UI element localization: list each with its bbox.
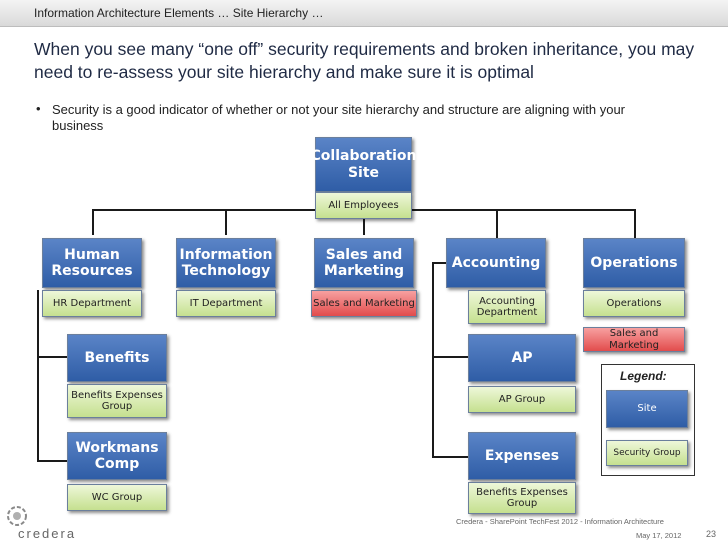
legend-title: Legend:	[620, 369, 667, 383]
footer-date: May 17, 2012	[636, 531, 682, 540]
connector-operations	[634, 209, 636, 239]
group-accounting-department: Accounting Department	[468, 290, 546, 324]
connector-sales	[363, 209, 365, 235]
breadcrumb-bar	[0, 0, 728, 27]
connector-it	[225, 209, 227, 235]
group-ap: AP Group	[468, 386, 576, 413]
site-benefits: Benefits	[67, 334, 167, 382]
group-it-department: IT Department	[176, 290, 276, 317]
connector-accounting	[496, 209, 498, 239]
bullet-marker: •	[36, 101, 41, 116]
group-sales-and-marketing: Sales and Marketing	[311, 290, 417, 317]
group-all-employees: All Employees	[315, 192, 412, 219]
bullet-text: Security is a good indicator of whether …	[52, 102, 626, 133]
page-title: When you see many “one off” security req…	[34, 39, 695, 82]
group-benefits-expenses: Benefits Expenses Group	[67, 384, 167, 418]
site-workmans-comp: Workmans Comp	[67, 432, 167, 480]
site-human-resources: Human Resources	[42, 238, 142, 288]
credera-logo-icon	[6, 505, 28, 527]
site-operations: Operations	[583, 238, 685, 288]
site-accounting: Accounting	[446, 238, 546, 288]
connector-benefits	[37, 356, 67, 358]
group-hr-department: HR Department	[42, 290, 142, 317]
connector-accounting-children	[432, 262, 434, 458]
page-number: 23	[706, 529, 717, 539]
group-benefits-expenses-2: Benefits Expenses Group	[468, 482, 576, 514]
site-ap: AP	[468, 334, 576, 382]
legend-site: Site	[606, 390, 688, 428]
connector-workmans	[37, 460, 67, 462]
site-sales-and-marketing: Sales and Marketing	[314, 238, 414, 288]
group-wc: WC Group	[67, 484, 167, 511]
legend-security-group: Security Group	[606, 440, 688, 466]
group-operations: Operations	[583, 290, 685, 317]
connector-accounting-stub	[432, 262, 446, 264]
connector-expenses	[432, 456, 468, 458]
site-information-technology: Information Technology	[176, 238, 276, 288]
connector-hr-children	[37, 290, 39, 462]
logo-text: credera	[18, 526, 77, 541]
connector-hr	[92, 209, 94, 235]
group-operations-sales-marketing: Sales and Marketing	[583, 327, 685, 352]
site-collaboration: Collaboration Site	[311, 137, 417, 192]
footer-event: Credera - SharePoint TechFest 2012 - Inf…	[456, 517, 664, 526]
connector-ap	[432, 356, 468, 358]
breadcrumb: Information Architecture Elements … Site…	[34, 6, 324, 20]
site-expenses: Expenses	[468, 432, 576, 480]
